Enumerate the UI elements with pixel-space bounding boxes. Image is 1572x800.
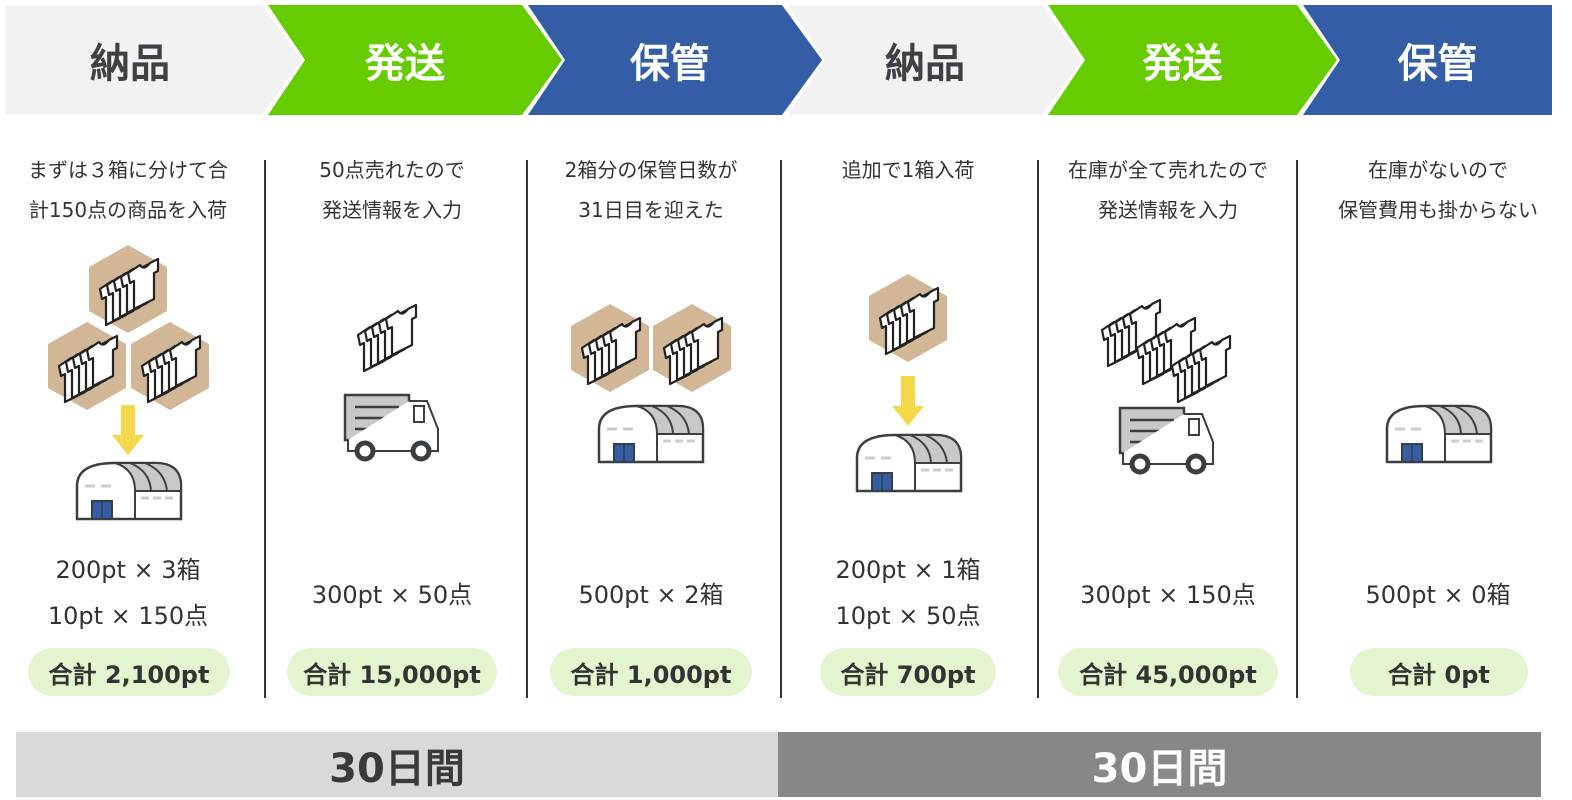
step-caption-6: 在庫がないので保管費用も掛からない (1338, 158, 1538, 222)
chevron-5 (1048, 5, 1337, 115)
step-total-5: 合計 45,000pt (1058, 648, 1278, 696)
step-quantity-5: 300pt × 150点 (1080, 581, 1256, 609)
warehouse-icon (1385, 404, 1493, 464)
product-box-icon (869, 274, 947, 362)
product-box-icon (571, 304, 649, 392)
step-quantity-3: 500pt × 2箱 (578, 581, 724, 609)
step-total-3: 合計 1,000pt (550, 648, 752, 696)
step-total-6: 合計 0pt (1350, 648, 1528, 696)
step-header-chevrons (5, 5, 1552, 115)
step-illustrations (0, 0, 1493, 521)
step-caption-1: まずは３箱に分けて合計150点の商品を入荷 (28, 158, 228, 222)
chevron-3 (528, 5, 822, 115)
chevron-2 (268, 5, 562, 115)
warehouse-icon (75, 461, 183, 521)
many-shirts-icon (1102, 300, 1230, 402)
product-box-icon (48, 322, 126, 410)
column-divider (526, 160, 528, 698)
column-divider (264, 160, 266, 698)
step-quantity-2: 300pt × 50点 (311, 581, 473, 609)
product-box-icon (89, 245, 167, 333)
truck-icon (1120, 408, 1213, 472)
product-box-icon (131, 322, 209, 410)
step-header-6: 保管 (1397, 41, 1478, 87)
warehouse-icon (597, 404, 705, 464)
step-caption-2: 50点売れたので発送情報を入力 (319, 158, 465, 222)
step-total-4: 合計 700pt (820, 648, 996, 696)
step-header-5: 発送 (1142, 41, 1223, 87)
truck-icon (345, 395, 438, 459)
shirts-icon (358, 305, 416, 371)
step-header-2: 発送 (365, 41, 445, 87)
step-total-1: 合計 2,100pt (28, 648, 230, 696)
chevron-6 (1303, 5, 1552, 115)
step-caption-5: 在庫が全て売れたので発送情報を入力 (1068, 158, 1268, 222)
arrow-down-icon (112, 405, 144, 455)
column-divider (780, 160, 782, 698)
step-header-4: 納品 (885, 41, 965, 87)
period-bar-2: 30日間 (778, 732, 1541, 797)
product-box-icon (653, 304, 731, 392)
step-header-3: 保管 (630, 41, 710, 87)
chevron-4 (788, 5, 1082, 115)
arrow-down-icon (892, 376, 924, 426)
step-header-1: 納品 (90, 41, 170, 87)
period-bar-1: 30日間 (16, 732, 778, 797)
column-divider (1296, 160, 1298, 698)
step-caption-4: 追加で1箱入荷 (841, 158, 975, 182)
warehouse-icon (855, 433, 963, 493)
step-total-2: 合計 15,000pt (287, 648, 497, 696)
step-quantity-6: 500pt × 0箱 (1365, 581, 1511, 609)
column-divider (1037, 160, 1039, 698)
chevron-1 (5, 5, 302, 115)
